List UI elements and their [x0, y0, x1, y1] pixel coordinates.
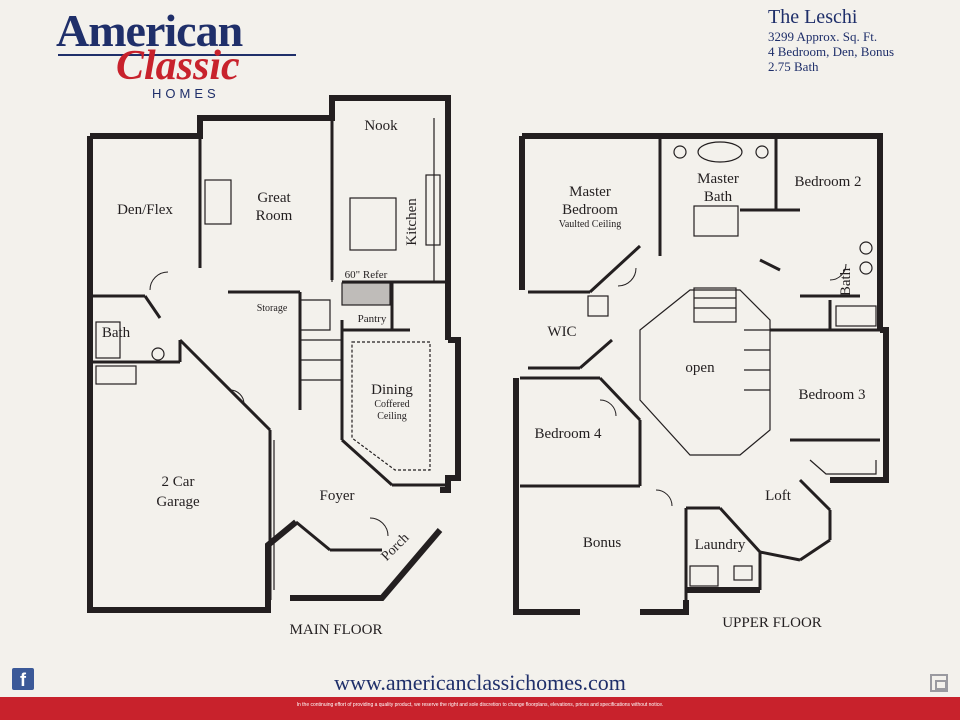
label-loft: Loft: [765, 488, 792, 504]
label-master-bed-2: Bedroom: [562, 202, 618, 218]
label-main-floor-title: MAIN FLOOR: [290, 622, 383, 638]
plan-bath: 2.75 Bath: [768, 59, 819, 74]
logo-line-classic: Classic: [116, 43, 240, 89]
label-bonus: Bonus: [583, 535, 622, 551]
label-garage-1: 2 Car: [162, 474, 195, 490]
label-bedroom-2: Bedroom 2: [794, 174, 861, 190]
main-floor-fixtures: [95, 98, 449, 590]
logo-line-american: American: [56, 5, 243, 56]
equal-housing-icon: [930, 674, 948, 692]
label-coffered-1: Coffered: [374, 399, 409, 410]
logo-divider: [58, 54, 296, 56]
plan-name: The Leschi: [768, 6, 858, 28]
label-porch: Porch: [379, 531, 413, 565]
label-great-room-2: Room: [256, 208, 293, 224]
label-kitchen: Kitchen: [404, 198, 420, 246]
label-vaulted: Vaulted Ceiling: [559, 219, 622, 230]
door-swings: [149, 263, 847, 537]
label-upper-bath: Bath: [838, 267, 854, 296]
label-bedroom-4: Bedroom 4: [534, 426, 602, 442]
label-foyer: Foyer: [320, 488, 355, 504]
label-upper-floor-title: UPPER FLOOR: [722, 615, 822, 631]
plan-sqft: 3299 Approx. Sq. Ft.: [768, 29, 878, 44]
facebook-icon[interactable]: f: [12, 668, 34, 690]
plan-info: The Leschi 3299 Approx. Sq. Ft. 4 Bedroo…: [768, 6, 894, 74]
label-wic: WIC: [547, 324, 576, 340]
label-open: open: [685, 360, 715, 376]
label-garage-2: Garage: [156, 494, 200, 510]
upper-floor-fixtures: [587, 141, 877, 587]
label-bedroom-3: Bedroom 3: [798, 387, 865, 403]
label-laundry: Laundry: [695, 537, 746, 553]
label-dining: Dining: [371, 382, 413, 398]
upper-floor-labels: Master Bedroom Vaulted Ceiling Master Ba…: [534, 171, 865, 631]
main-floor-labels: Den/Flex Great Room Nook Kitchen 60" Ref…: [102, 118, 420, 638]
label-nook: Nook: [364, 118, 398, 134]
main-floor-interior-walls: [90, 118, 448, 600]
label-master-bath-2: Bath: [704, 189, 733, 205]
footer-bar: [0, 697, 960, 720]
company-logo: American Classic HOMES: [56, 4, 301, 101]
disclaimer-text: In the continuing effort of providing a …: [296, 702, 664, 708]
logo-line-homes: HOMES: [152, 86, 220, 101]
label-main-bath: Bath: [102, 325, 131, 341]
label-refer: 60" Refer: [345, 269, 388, 281]
label-coffered-2: Ceiling: [377, 411, 406, 422]
plan-rooms: 4 Bedroom, Den, Bonus: [768, 44, 895, 59]
upper-floor-interior-walls: [520, 136, 880, 600]
label-den: Den/Flex: [117, 202, 173, 218]
label-master-bath-1: Master: [697, 171, 739, 187]
label-master-bed-1: Master: [569, 184, 611, 200]
label-pantry: Pantry: [358, 313, 387, 325]
website-link[interactable]: www.americanclassichomes.com: [334, 670, 626, 695]
label-great-room-1: Great: [257, 190, 291, 206]
label-storage: Storage: [257, 303, 288, 314]
